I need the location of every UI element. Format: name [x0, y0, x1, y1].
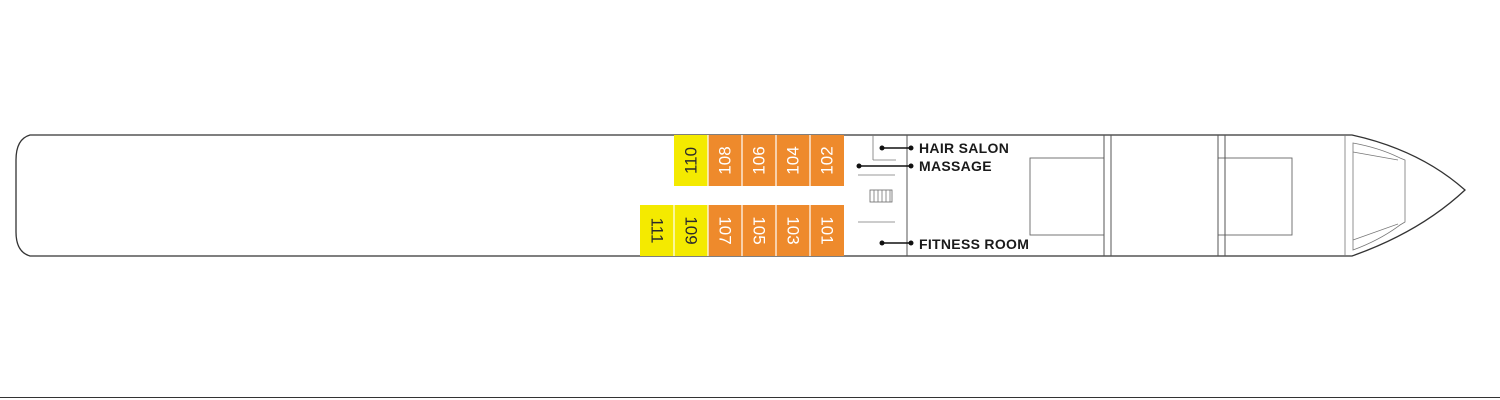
- cabin-111-number: 111: [648, 218, 667, 244]
- cabin-111[interactable]: 111: [640, 205, 674, 256]
- forward-structures: [1029, 135, 1293, 256]
- cabin-106[interactable]: 106: [742, 135, 776, 186]
- cabin-105[interactable]: 105: [742, 205, 776, 256]
- massage-callout[interactable]: MASSAGE: [856, 158, 992, 174]
- cabin-107[interactable]: 107: [708, 205, 742, 256]
- cabin-102[interactable]: 102: [810, 135, 844, 186]
- cabin-110-number: 110: [682, 147, 701, 174]
- massage-dot-end: [908, 163, 914, 169]
- cabin-106-number: 106: [750, 146, 769, 174]
- skylight-1: [1029, 157, 1105, 236]
- hair-salon-callout[interactable]: HAIR SALON: [879, 140, 1010, 156]
- cabin-108-number: 108: [716, 146, 735, 174]
- cabin-111-block: [640, 205, 674, 256]
- cabin-109-block: [674, 205, 708, 256]
- cabin-104-block: [776, 135, 810, 186]
- massage-label: MASSAGE: [919, 158, 992, 174]
- cabin-103[interactable]: 103: [776, 205, 810, 256]
- stairwell: [858, 135, 896, 223]
- cabin-105-block: [742, 205, 776, 256]
- cabin-104[interactable]: 104: [776, 135, 810, 186]
- hair-salon-dot-end: [908, 145, 914, 151]
- bow-console: [1352, 142, 1406, 251]
- cabin-102-number: 102: [818, 146, 837, 174]
- cabin-109-number: 109: [682, 216, 701, 244]
- fitness-room-dot-end: [908, 240, 914, 246]
- cabin-107-number: 107: [716, 216, 735, 244]
- hair-salon-label: HAIR SALON: [919, 140, 1009, 156]
- cabin-110-block: [674, 135, 708, 186]
- bow-wheelhouse: [1344, 135, 1406, 256]
- cabin-101-block: [810, 205, 844, 256]
- fitness-room-label: FITNESS ROOM: [919, 236, 1029, 252]
- cabin-102-block: [810, 135, 844, 186]
- cabin-107-block: [708, 205, 742, 256]
- cabin-103-number: 103: [784, 216, 803, 244]
- cabin-103-block: [776, 205, 810, 256]
- cabins-group: 110 108 106 104 102 111 109 107: [640, 135, 844, 256]
- cabin-105-number: 105: [750, 216, 769, 244]
- stairs-icon: [869, 189, 893, 203]
- fitness-room-callout[interactable]: FITNESS ROOM: [879, 236, 1030, 252]
- cabin-106-block: [742, 135, 776, 186]
- cabin-101-number: 101: [818, 216, 837, 244]
- cabin-101[interactable]: 101: [810, 205, 844, 256]
- cabin-109[interactable]: 109: [674, 205, 708, 256]
- cabin-108[interactable]: 108: [708, 135, 742, 186]
- cabin-dividers: [673, 135, 811, 256]
- cabin-104-number: 104: [784, 146, 803, 174]
- amenity-callouts: HAIR SALON MASSAGE FITNESS ROOM: [856, 140, 1030, 252]
- cabin-108-block: [708, 135, 742, 186]
- skylight-2: [1217, 157, 1293, 236]
- cabin-110[interactable]: 110: [674, 135, 708, 186]
